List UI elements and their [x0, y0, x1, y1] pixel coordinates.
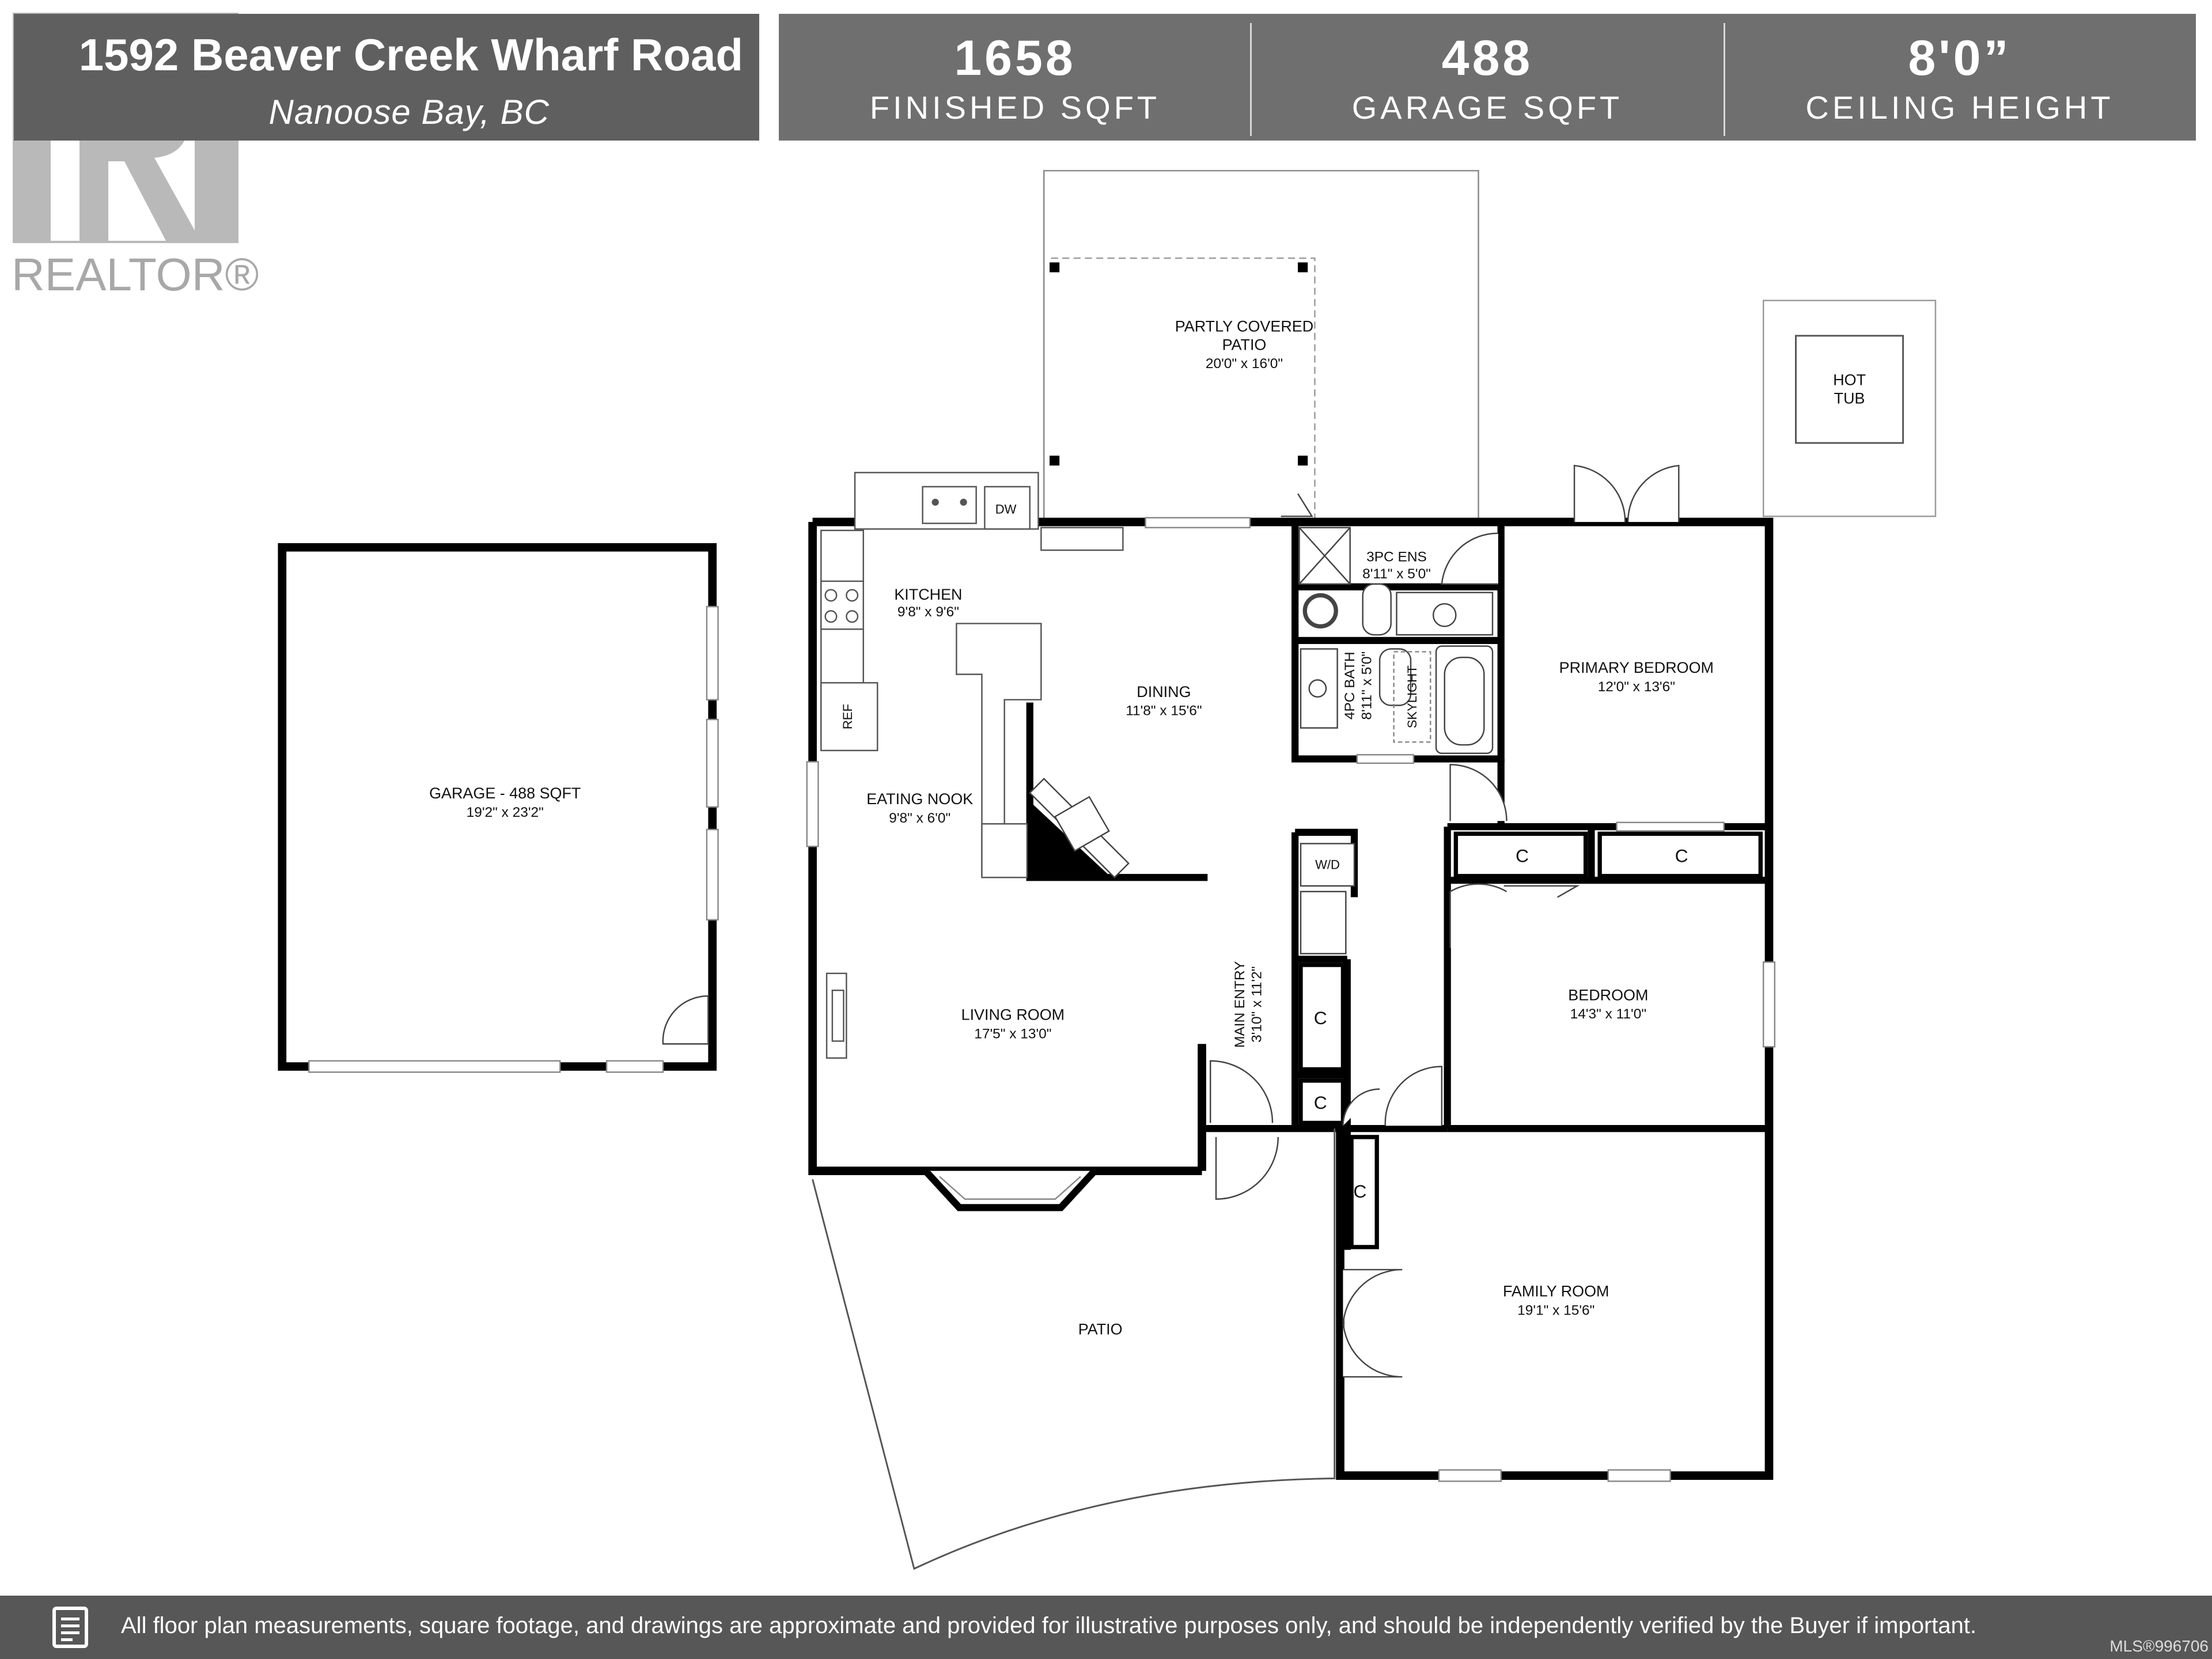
living-room-label: LIVING ROOM — [961, 1006, 1065, 1024]
washer-dryer-label: W/D — [1315, 858, 1340, 872]
windows — [806, 517, 1776, 1482]
hot-tub-label2: TUB — [1834, 389, 1865, 407]
stats-banner: 1658 FINISHED SQFT 488 GARAGE SQFT 8'0” … — [779, 14, 2196, 141]
stat-label: GARAGE SQFT — [1351, 89, 1623, 126]
closet-label: C — [1675, 845, 1688, 866]
hot-tub-area — [1763, 300, 1937, 517]
bath-dim: 8'11" x 5'0" — [1359, 652, 1374, 720]
ensuite-dim: 8'11" x 5'0" — [1362, 566, 1431, 582]
closet-label: C — [1314, 1007, 1327, 1028]
main-entry-dim: 3'10" x 11'2" — [1249, 966, 1264, 1042]
dining-dim: 11'8" x 15'6" — [1126, 703, 1202, 719]
post — [1298, 262, 1308, 272]
bedroom-label: BEDROOM — [1568, 986, 1648, 1003]
covered-patio-label2: PATIO — [1222, 336, 1267, 353]
stat-label: CEILING HEIGHT — [1805, 89, 2114, 126]
post — [1298, 456, 1308, 466]
ensuite-label: 3PC ENS — [1366, 550, 1427, 565]
primary-bedroom-dim: 12'0" x 13'6" — [1598, 679, 1675, 695]
patio-outline — [812, 1128, 1336, 1570]
document-icon — [52, 1607, 88, 1648]
doors — [1210, 464, 1680, 1378]
dining-label: DINING — [1137, 683, 1191, 700]
bay-window — [923, 1168, 1097, 1211]
closet-label: C — [1516, 845, 1529, 866]
stat-value: 1658 — [954, 31, 1076, 86]
disclaimer-bar: All floor plan measurements, square foot… — [0, 1596, 2212, 1659]
stat-garage-sqft: 488 GARAGE SQFT — [1251, 14, 1724, 141]
primary-bedroom-label: PRIMARY BEDROOM — [1559, 659, 1714, 676]
family-room-dim: 19'1" x 15'6" — [1517, 1302, 1594, 1318]
main-entry-label: MAIN ENTRY — [1232, 961, 1248, 1047]
stat-divider — [1724, 23, 1725, 136]
stat-label: FINISHED SQFT — [869, 89, 1161, 126]
garage — [278, 543, 719, 1073]
garage-dim: 19'2" x 23'2" — [467, 805, 544, 820]
eating-nook-dim: 9'8" x 6'0" — [889, 810, 950, 826]
closet-label: C — [1353, 1181, 1366, 1202]
disclaimer-text: All floor plan measurements, square foot… — [121, 1613, 1977, 1638]
stat-divider — [1250, 23, 1252, 136]
kitchen-dim: 9'8" x 9'6" — [897, 604, 959, 620]
kitchen-label: KITCHEN — [894, 586, 962, 603]
fridge-label: REF — [840, 704, 855, 729]
address-banner: 1592 Beaver Creek Wharf Road Nanoose Bay… — [14, 14, 759, 141]
mls-number: MLS®996706 — [2109, 1637, 2209, 1655]
closets — [1298, 831, 1763, 1249]
stat-value: 488 — [1441, 31, 1533, 86]
bedroom-dim: 14'3" x 11'0" — [1570, 1006, 1646, 1022]
bath-label: 4PC BATH — [1342, 652, 1358, 719]
post — [1050, 456, 1060, 466]
kitchen-counters — [820, 472, 1124, 1059]
covered-patio-dim: 20'0" x 16'0" — [1206, 356, 1283, 372]
hot-tub-label: HOT — [1833, 372, 1866, 389]
covered-patio-area — [1043, 170, 1479, 520]
patio-label: PATIO — [1078, 1321, 1123, 1338]
eating-nook-label: EATING NOOK — [866, 790, 973, 808]
living-room-dim: 17'5" x 13'0" — [974, 1026, 1051, 1041]
stat-ceiling-height: 8'0” CEILING HEIGHT — [1724, 14, 2196, 141]
address-line2: Nanoose Bay, BC — [268, 93, 550, 131]
stat-finished-sqft: 1658 FINISHED SQFT — [779, 14, 1251, 141]
realtor-wordmark: REALTOR® — [12, 249, 258, 298]
family-room-label: FAMILY ROOM — [1503, 1283, 1609, 1300]
address-line1: 1592 Beaver Creek Wharf Road — [78, 29, 743, 80]
dishwasher-label: DW — [995, 502, 1017, 516]
skylight-label: SKYLIGHT — [1405, 665, 1419, 728]
closet-label: C — [1314, 1092, 1327, 1113]
garage-label: GARAGE - 488 SQFT — [429, 785, 581, 802]
post — [1050, 262, 1060, 272]
bath-fixtures — [1298, 527, 1494, 955]
stat-value: 8'0” — [1908, 31, 2012, 86]
covered-patio-label: PARTLY COVERED — [1175, 318, 1313, 335]
